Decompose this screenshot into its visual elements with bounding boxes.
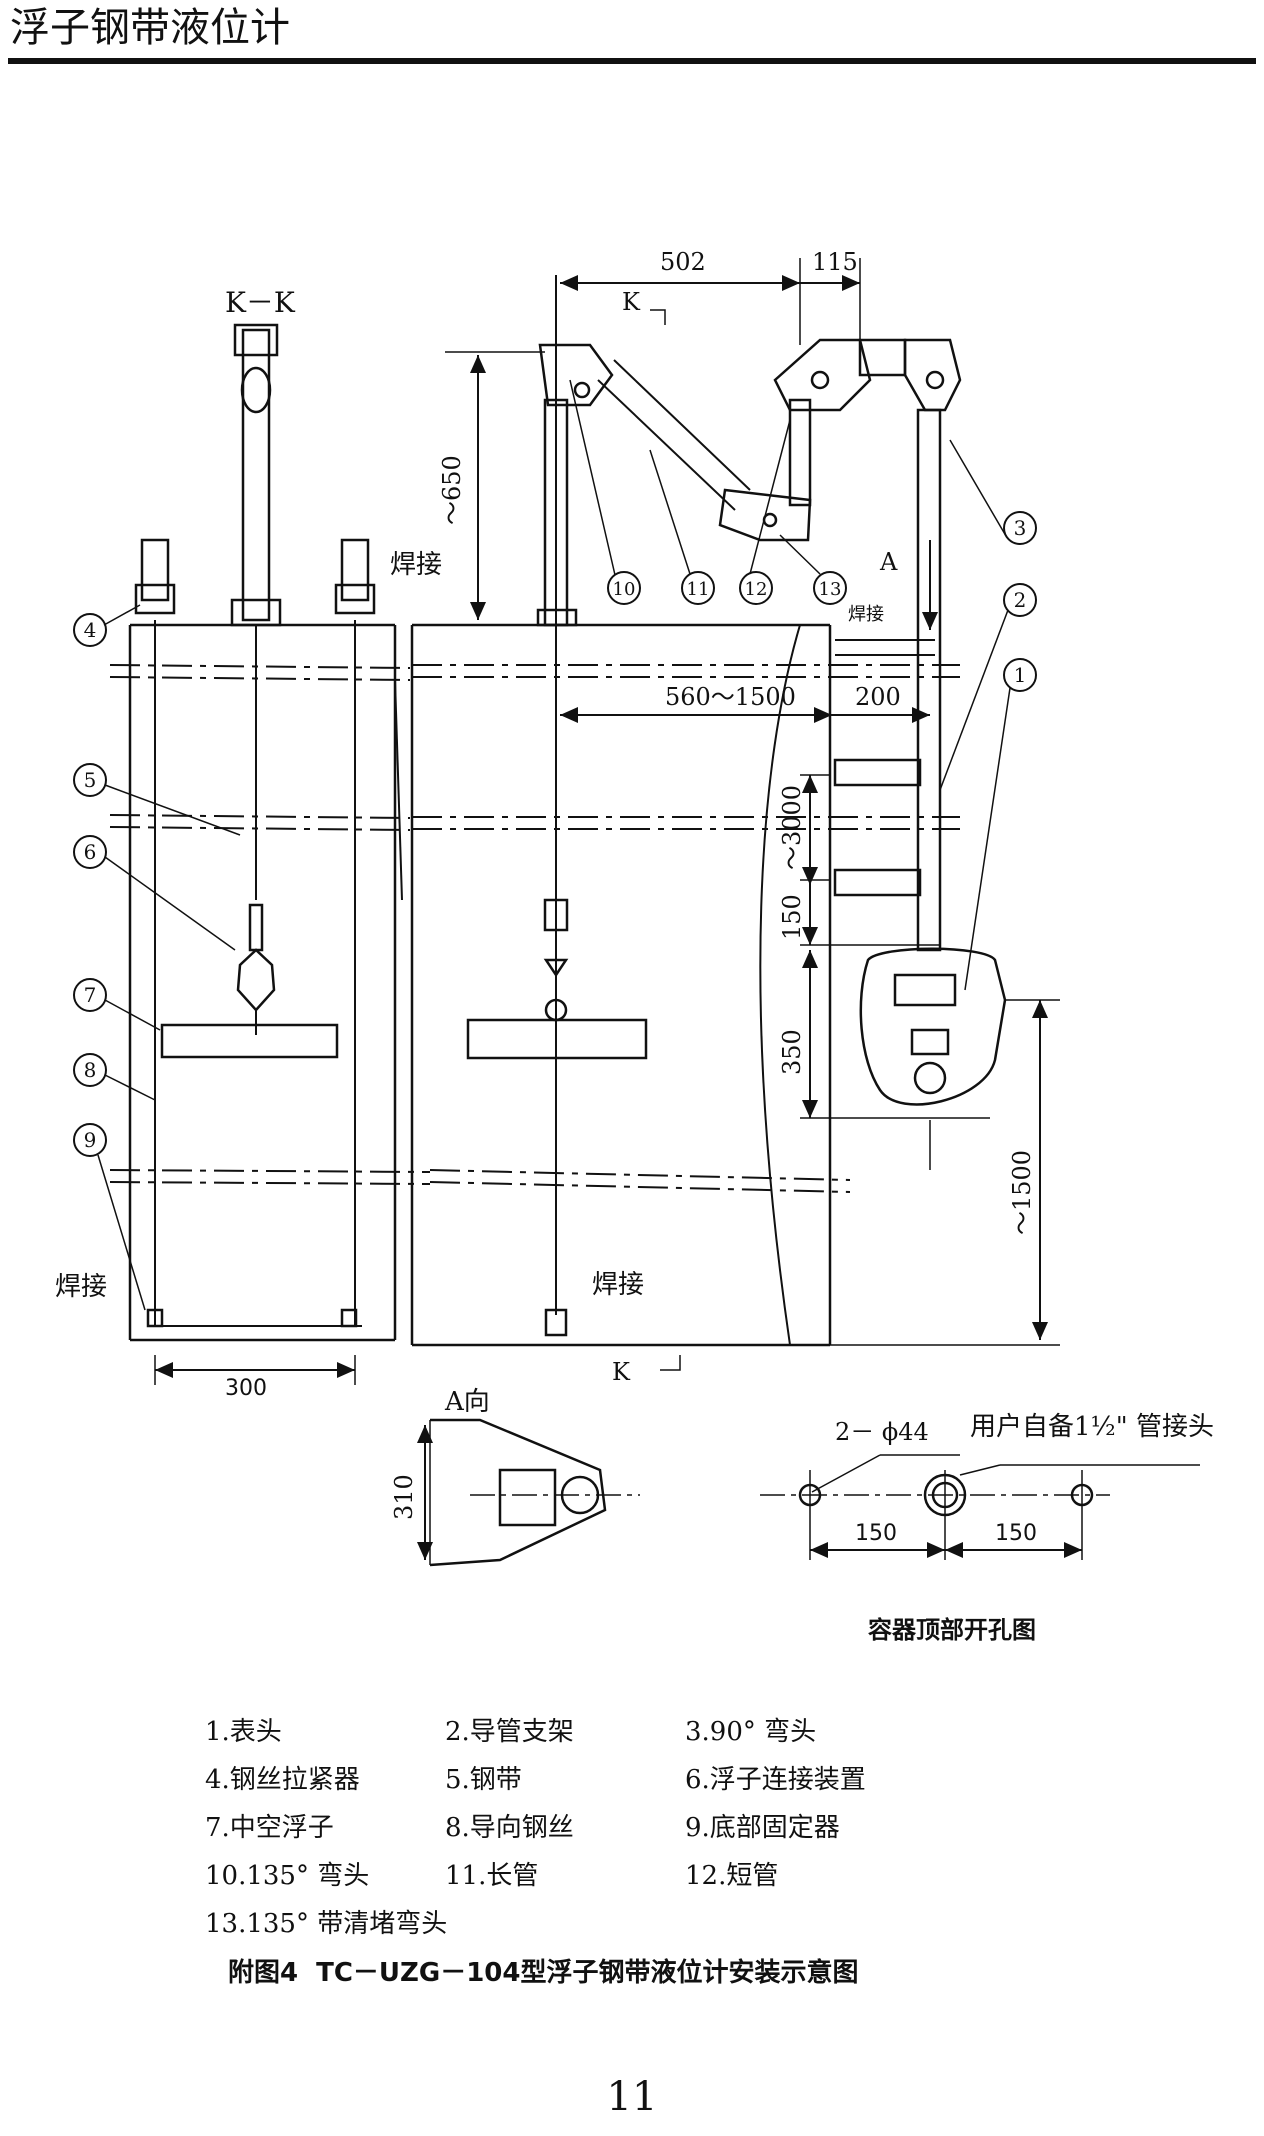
callout-number: 4	[84, 618, 97, 642]
page-number: 11	[606, 2074, 658, 2120]
callout-number: 6	[84, 840, 97, 864]
dim-300: 300	[225, 1376, 267, 1401]
legend-row: 7.中空浮子 8.导向钢丝 9.底部固定器	[205, 1808, 1105, 1856]
callout-number: 8	[84, 1058, 97, 1082]
dim-1500: ～1500	[1008, 1150, 1036, 1235]
dim-502: 502	[660, 248, 706, 276]
header-rule	[8, 58, 1256, 64]
callout-number: 11	[687, 579, 710, 600]
dim-150-vertical: 150	[778, 894, 806, 940]
weld-label: 焊接	[390, 550, 442, 580]
top-opening-diagram	[760, 1454, 1200, 1560]
dim-350: 350	[778, 1029, 806, 1075]
legend-item: 6.浮子连接装置	[685, 1765, 866, 1795]
hole-spec: 2－ ϕ44	[835, 1418, 929, 1446]
legend-item: 1.表头	[205, 1717, 282, 1747]
legend-row: 4.钢丝拉紧器 5.钢带 6.浮子连接装置	[205, 1760, 1105, 1808]
callout-number: 9	[84, 1128, 97, 1152]
opening-title: 容器顶部开孔图	[868, 1616, 1036, 1644]
installation-diagram: K－K K K A 502 115 ～650 560～1500 200 ～300…	[55, 248, 1214, 1644]
user-fitting-label: 用户自备1½" 管接头	[970, 1412, 1214, 1442]
page-title: 浮子钢带液位计	[10, 5, 290, 51]
callout-number: 2	[1014, 588, 1027, 612]
legend-row: 1.表头 2.导管支架 3.90° 弯头	[205, 1712, 1105, 1760]
callout-number: 3	[1014, 516, 1027, 540]
weld-label: 焊接	[848, 604, 884, 625]
dim-150-a: 150	[855, 1521, 897, 1546]
figure-number: 附图4	[228, 1958, 299, 1988]
legend-item: 10.135° 弯头	[205, 1861, 370, 1891]
legend-item: 11.长管	[445, 1861, 539, 1891]
legend-item: 13.135° 带清堵弯头	[205, 1909, 448, 1939]
weld-label: 焊接	[592, 1270, 644, 1300]
view-a-marker: A	[879, 548, 898, 576]
dim-3000: ～3000	[778, 785, 806, 870]
callout-number: 10	[613, 579, 636, 600]
callout-number: 13	[819, 579, 842, 600]
legend-item: 8.导向钢丝	[445, 1813, 574, 1843]
callout-number: 1	[1014, 663, 1027, 687]
dim-310: 310	[390, 1474, 418, 1520]
weld-label: 焊接	[55, 1272, 107, 1302]
a-view	[417, 1418, 640, 1567]
callout-number: 5	[84, 768, 97, 792]
dim-560-1500: 560～1500	[665, 683, 796, 711]
section-label: K－K	[225, 286, 296, 319]
legend-item: 9.底部固定器	[685, 1813, 840, 1843]
dim-650: ～650	[438, 455, 466, 525]
callout-circles	[73, 309, 1037, 1371]
legend-item: 4.钢丝拉紧器	[205, 1765, 360, 1795]
figure-title: TC－UZG－104型浮子钢带液位计安装示意图	[316, 1958, 859, 1988]
view-a-title: A向	[444, 1387, 490, 1417]
callout-number: 7	[84, 983, 97, 1007]
callout-number: 12	[745, 579, 768, 600]
page-header: 浮子钢带液位计	[0, 0, 1264, 70]
right-vessel	[410, 275, 960, 1347]
legend-row: 10.135° 弯头 11.长管 12.短管	[205, 1856, 1105, 1904]
wall-supports	[154, 639, 1060, 1385]
dim-200: 200	[855, 683, 901, 711]
view-marker-top: K	[622, 288, 641, 316]
legend-item: 12.短管	[685, 1861, 779, 1891]
legend-item: 5.钢带	[445, 1765, 522, 1795]
legend-item: 2.导管支架	[445, 1717, 574, 1747]
view-marker-bottom: K	[612, 1358, 631, 1386]
legend-item: 7.中空浮子	[205, 1813, 334, 1843]
left-tank-section	[109, 323, 431, 1342]
parts-legend: 1.表头 2.导管支架 3.90° 弯头 4.钢丝拉紧器 5.钢带 6.浮子连接…	[205, 1712, 1105, 1952]
legend-item: 3.90° 弯头	[685, 1717, 817, 1747]
legend-row: 13.135° 带清堵弯头	[205, 1904, 1105, 1952]
dim-150-b: 150	[995, 1521, 1037, 1546]
figure-caption: 附图4 TC－UZG－104型浮子钢带液位计安装示意图	[228, 1952, 859, 1989]
dim-115: 115	[812, 248, 858, 276]
